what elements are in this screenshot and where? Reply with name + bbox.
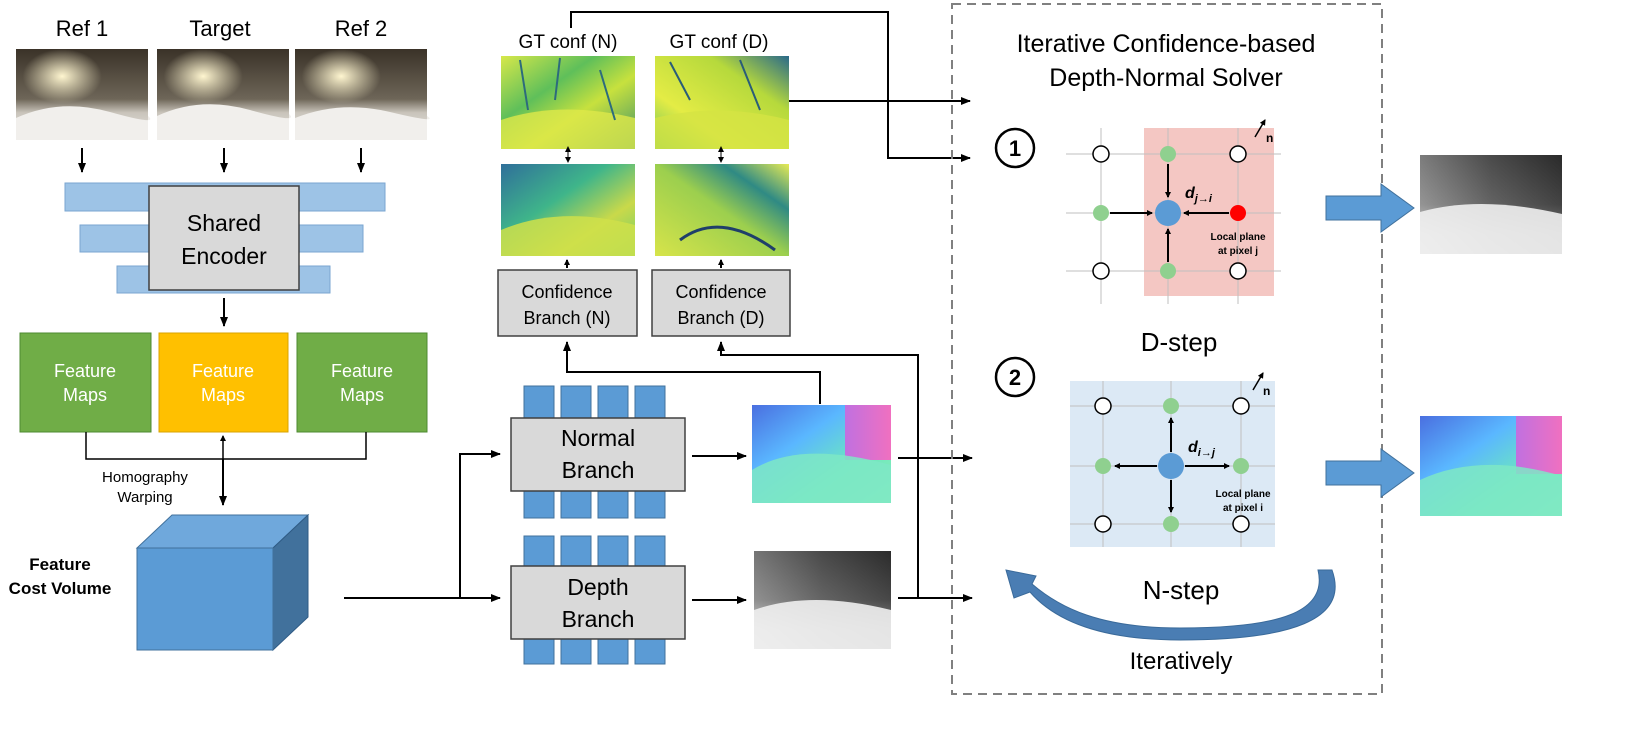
gt-confidence: GT conf (N) GT conf (D) [501,11,971,163]
ref1-label: Ref 1 [56,16,109,41]
solver-panel: Iterative Confidence-based Depth-Normal … [951,3,1383,695]
iterative-arrow [1005,569,1336,641]
depth-branch-line1: Depth [567,574,628,600]
d-step-edge-label: dj→i [1185,185,1213,205]
gt-conf-depth-label: GT conf (D) [670,32,769,53]
iteratively-label: Iteratively [1130,648,1233,675]
confidence-branch-depth-line1: Confidence [675,282,766,302]
cost-volume-label-line1: Feature [29,555,90,574]
normal-vector-label-1: n [1266,131,1273,145]
ref1-image [16,49,151,140]
solver-title-line1: Iterative Confidence-based [1017,30,1316,58]
n-step-label: N-step [1143,575,1220,605]
plane-i-line1: Local plane [1215,489,1270,500]
feature-map-ref2-line2: Maps [340,385,384,405]
encoder-label-line1: Shared [187,210,261,236]
confidence-branch-normal: Confidence Branch (N) [497,269,638,337]
predicted-confidence [501,164,789,268]
plane-j-line1: Local plane [1210,232,1265,243]
depth-branch: Depth Branch [510,535,973,665]
gt-conf-depth-image [655,56,789,149]
depth-branch-line2: Branch [562,606,635,632]
cost-volume: Feature Cost Volume [9,450,501,652]
input-images: Ref 1 Target Ref 2 [16,16,430,173]
normal-branch-line1: Normal [561,425,635,451]
normal-branch-line2: Branch [562,457,635,483]
n-step-grid: di→j Local plane at pixel i n [1070,372,1275,547]
confidence-branch-depth: Confidence Branch (D) [651,269,791,337]
step1-number: 1 [1009,136,1021,161]
step2-number: 2 [1009,365,1021,390]
feature-maps: Feature Maps Feature Maps Feature Maps H… [19,332,428,506]
target-image [157,49,291,140]
n-step-edge-label: di→j [1188,439,1216,459]
normal-vector-label-2: n [1263,384,1270,398]
ref2-label: Ref 2 [335,16,388,41]
feature-map-ref2: Feature Maps [296,332,428,433]
confidence-branch-normal-line2: Branch (N) [523,308,610,328]
outputs [1325,155,1562,516]
confidence-branch-normal-line1: Confidence [521,282,612,302]
output-depth-image [1420,155,1562,254]
feature-map-ref1-line1: Feature [54,361,116,381]
d-step-label: D-step [1141,327,1218,357]
gt-conf-normal-image [501,56,635,149]
confidence-branch-depth-line2: Branch (D) [677,308,764,328]
solver-title-line2: Depth-Normal Solver [1049,64,1282,92]
predicted-normal-image [752,405,891,503]
plane-i-line2: at pixel i [1223,503,1263,514]
step2-marker: 2 [994,356,1036,398]
cost-volume-label-line2: Cost Volume [9,579,112,598]
warping-label-line2: Warping [117,489,172,506]
confidence-branches: Confidence Branch (N) Confidence Branch … [497,269,919,598]
step1-marker: 1 [994,127,1036,169]
feature-map-ref2-line1: Feature [331,361,393,381]
normal-branch: Normal Branch [510,385,973,519]
pred-conf-depth-image [655,164,789,256]
d-step-grid: dj→i Local plane at pixel j n [1066,119,1281,304]
target-label: Target [189,16,250,41]
warping-label-line1: Homography [102,469,188,486]
output-normal-image [1420,416,1562,516]
encoder-label-line2: Encoder [181,243,267,269]
pred-conf-normal-image [501,164,635,256]
feature-map-target: Feature Maps [158,332,289,433]
feature-map-ref1: Feature Maps [19,332,152,433]
feature-map-target-line1: Feature [192,361,254,381]
ref2-image [295,49,430,140]
shared-encoder: Shared Encoder [64,182,386,327]
feature-map-target-line2: Maps [201,385,245,405]
plane-j-line2: at pixel j [1218,246,1258,257]
feature-map-ref1-line2: Maps [63,385,107,405]
predicted-depth-image [754,551,891,649]
gt-conf-normal-label: GT conf (N) [519,32,618,53]
